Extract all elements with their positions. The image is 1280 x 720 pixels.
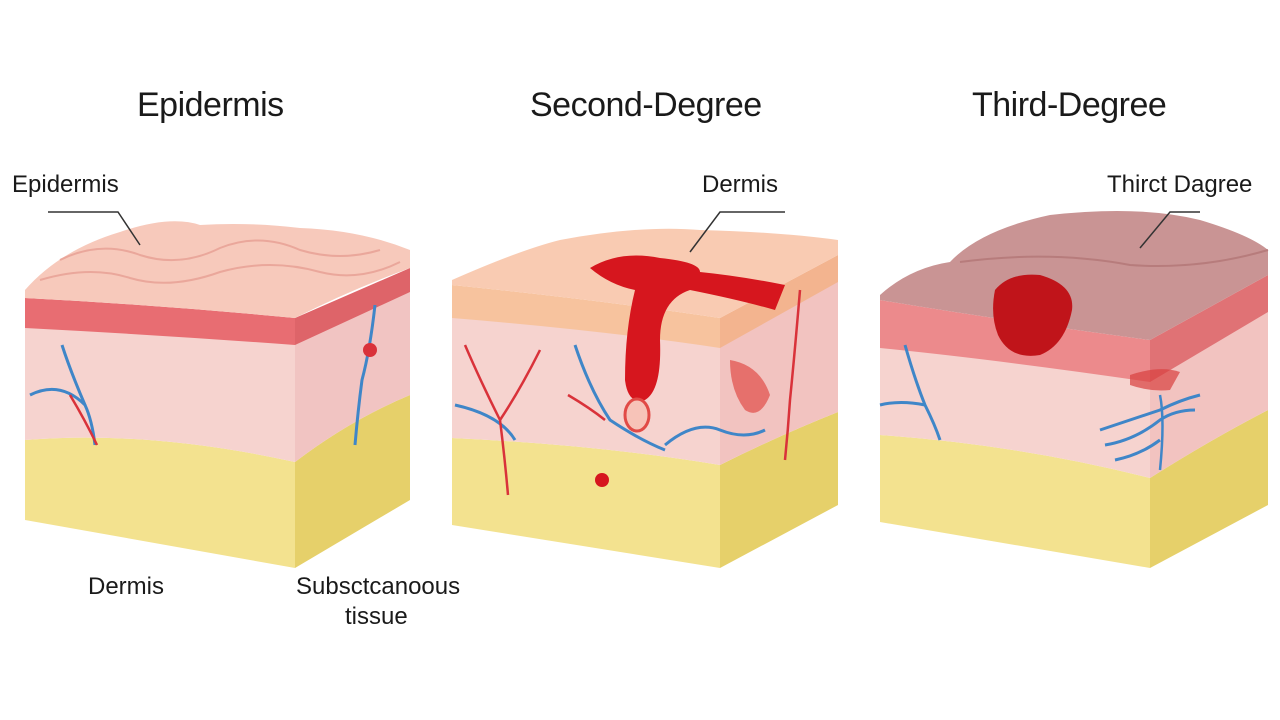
label-subcutaneous-line2: tissue xyxy=(345,603,408,630)
subcutaneous-front xyxy=(452,438,720,568)
label-subcutaneous-line1: Subsctcanoous xyxy=(296,573,461,600)
dermis-side xyxy=(720,280,838,465)
label-dermis: Dermis xyxy=(702,171,778,198)
panel-title-third-degree: Third-Degree xyxy=(972,86,1167,124)
subcutaneous-side xyxy=(720,412,838,568)
leader-line-epidermis xyxy=(48,211,141,246)
dermis-side xyxy=(295,290,410,462)
subcutaneous-front xyxy=(25,437,295,568)
subcutaneous-side xyxy=(1150,410,1268,568)
panel-title-epidermis: Epidermis xyxy=(137,86,284,124)
eschar-surface xyxy=(880,211,1268,340)
panel-epidermis-block xyxy=(25,221,410,568)
label-third-degree: Thirct Dagree xyxy=(1107,171,1253,198)
leader-line-third-degree xyxy=(1139,211,1200,249)
panel-title-second-degree: Second-Degree xyxy=(530,86,762,124)
subcutaneous-side xyxy=(295,395,410,568)
burn-wound xyxy=(590,255,785,401)
dermis-side xyxy=(1150,310,1268,478)
vein-line xyxy=(454,403,517,441)
skin-surface-top xyxy=(25,221,410,318)
subcutaneous-front xyxy=(880,435,1150,568)
panel-third-degree-block xyxy=(879,211,1269,568)
epidermis-band-front xyxy=(25,298,295,345)
artery-line xyxy=(68,394,99,446)
leader-line-dermis xyxy=(689,211,785,253)
panel-second-degree-block xyxy=(452,228,838,568)
label-epidermis: Epidermis xyxy=(12,171,119,198)
label-dermis-bottom: Dermis xyxy=(88,573,164,600)
epidermis-band-side xyxy=(295,268,410,345)
burn-wound xyxy=(993,274,1073,356)
dermis-front xyxy=(880,345,1150,478)
